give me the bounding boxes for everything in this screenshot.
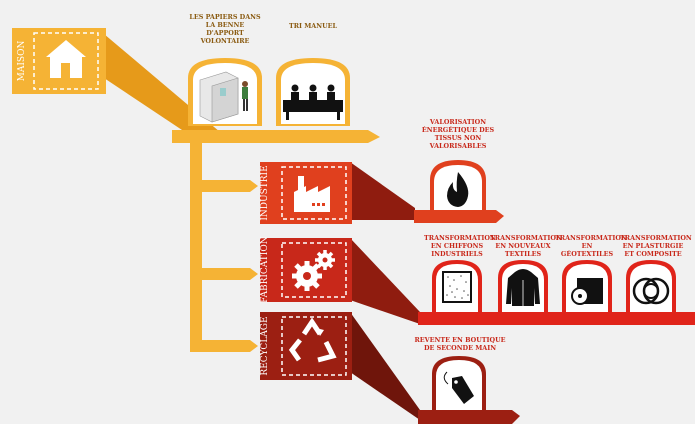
tri-label: TRI MANUEL <box>288 22 338 30</box>
category-industrie-label: INDUSTRIE <box>260 165 270 221</box>
fabrication-branch <box>350 238 695 325</box>
plasturgie-label: TRANSFORMATION EN PLASTURGIE ET COMPOSIT… <box>620 234 692 258</box>
textiles-label: TRANSFORMATION EN NOUVEAUX TEXTILES <box>490 234 562 258</box>
category-maison-label: MAISON <box>17 40 27 82</box>
industrie-branch <box>350 162 504 223</box>
house-icon <box>46 40 86 78</box>
roll-icon <box>571 278 603 305</box>
recyclage-branch <box>350 312 520 424</box>
valorisation-label: VALORISATION ÉNERGÉTIQUE DES TISSUS NON … <box>421 118 495 150</box>
chiffons-label: TRANSFORMATION EN CHIFFONS INDUSTRIELS <box>424 234 496 258</box>
factory-icon <box>294 176 330 212</box>
geotextiles-label: TRANSFORMATION EN GÉOTEXTILES <box>555 234 627 258</box>
category-recyclage-label: RECYCLAGE <box>260 316 270 376</box>
revente-label: REVENTE EN BOUTIQUE DE SECONDE MAIN <box>414 336 506 352</box>
category-fabrication-label: FABRICATION <box>260 236 270 303</box>
flame-icon <box>447 172 469 207</box>
recyclage-box <box>260 312 352 380</box>
recycle-icon <box>288 317 337 363</box>
hoodie-icon <box>506 269 540 306</box>
container-person-icon <box>199 71 248 123</box>
price-tag-icon <box>443 371 474 404</box>
composite-rolls-icon <box>632 277 670 305</box>
fabric-swatch-icon <box>442 271 472 303</box>
papiers-label: LES PAPIERS DANS LA BENNE D'APPORT VOLON… <box>189 13 261 45</box>
sorting-workers-icon <box>283 84 343 120</box>
gears-icon <box>292 250 335 291</box>
